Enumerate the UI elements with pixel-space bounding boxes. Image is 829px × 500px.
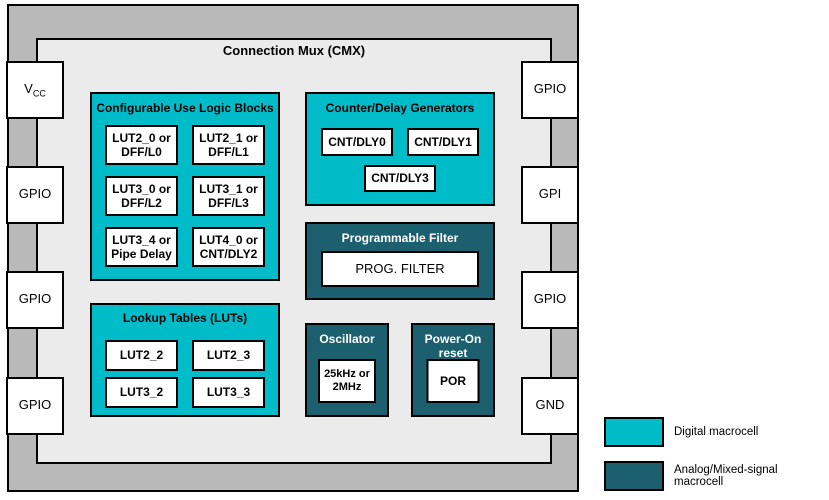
cell-oscillator-freq: 25kHz or 2MHz — [318, 359, 376, 403]
cell-lut3-0-dff-l2: LUT3_0 or DFF/L2 — [105, 176, 178, 216]
legend-swatch-analog — [604, 461, 664, 491]
block-title: Configurable Use Logic Blocks — [96, 101, 274, 115]
luts-cell-grid: LUT2_2 LUT2_3 LUT3_2 LUT3_3 — [92, 340, 278, 408]
block-title: Counter/Delay Generators — [325, 101, 475, 115]
cell-lut4-0-cnt-dly2: LUT4_0 or CNT/DLY2 — [192, 227, 265, 267]
legend-label-digital: Digital macrocell — [674, 426, 759, 438]
pin-label: GPI — [538, 186, 562, 202]
cell-cnt-dly0: CNT/DLY0 — [321, 128, 393, 156]
pin-label: GPIO — [18, 186, 52, 202]
legend: Digital macrocell Analog/Mixed-signal ma… — [604, 417, 829, 500]
cell-lut3-3: LUT3_3 — [192, 377, 265, 408]
pin-gpi: GPI — [521, 166, 579, 224]
pin-label: GPIO — [18, 397, 52, 413]
cell-lut3-1-dff-l3: LUT3_1 or DFF/L3 — [192, 176, 265, 216]
pin-gnd: GND — [521, 377, 579, 435]
legend-label-analog: Analog/Mixed-signal macrocell — [674, 464, 778, 488]
pin-gpio-right-1: GPIO — [521, 61, 579, 119]
cell-lut2-0-dff-l0: LUT2_0 or DFF/L0 — [105, 125, 178, 165]
cdg-row-2: CNT/DLY3 — [307, 165, 493, 192]
block-title: Programmable Filter — [341, 231, 459, 245]
block-counter-delay-generators: Counter/Delay Generators CNT/DLY0 CNT/DL… — [305, 92, 495, 206]
block-oscillator: Oscillator 25kHz or 2MHz — [305, 323, 389, 417]
cell-lut3-4-pipe-delay: LUT3_4 or Pipe Delay — [105, 227, 178, 267]
pin-gpio-left-3: GPIO — [6, 377, 64, 435]
block-programmable-filter: Programmable Filter PROG. FILTER — [305, 222, 495, 300]
block-power-on-reset: Power-On reset POR — [411, 323, 495, 417]
pin-vcc: VCC — [6, 61, 64, 119]
pin-label: GPIO — [18, 291, 52, 307]
culb-cell-grid: LUT2_0 or DFF/L0 LUT2_1 or DFF/L1 LUT3_0… — [92, 125, 278, 267]
pin-label: GND — [535, 397, 565, 413]
legend-swatch-digital — [604, 417, 664, 447]
cell-prog-filter: PROG. FILTER — [321, 251, 479, 287]
block-title: Lookup Tables (LUTs) — [122, 311, 248, 325]
pin-gpio-left-2: GPIO — [6, 271, 64, 329]
block-lookup-tables: Lookup Tables (LUTs) LUT2_2 LUT2_3 LUT3_… — [90, 303, 280, 417]
pin-gpio-right-2: GPIO — [521, 271, 579, 329]
cell-lut2-3: LUT2_3 — [192, 340, 265, 371]
cell-cnt-dly3: CNT/DLY3 — [364, 165, 436, 192]
pin-gpio-left-1: GPIO — [6, 166, 64, 224]
block-configurable-use-logic-blocks: Configurable Use Logic Blocks LUT2_0 or … — [90, 92, 280, 281]
block-title: Power-On reset — [424, 332, 482, 360]
pin-label: GPIO — [533, 291, 567, 307]
cell-cnt-dly1: CNT/DLY1 — [407, 128, 479, 156]
connection-mux-title: Connection Mux (CMX) — [222, 43, 366, 58]
pin-label: GPIO — [533, 81, 567, 97]
cell-por: POR — [426, 359, 480, 403]
block-title: Oscillator — [319, 332, 375, 346]
legend-item-analog: Analog/Mixed-signal macrocell — [604, 461, 829, 491]
pin-label: VCC — [24, 81, 46, 99]
cell-lut3-2: LUT3_2 — [105, 377, 178, 408]
cell-lut2-1-dff-l1: LUT2_1 or DFF/L1 — [192, 125, 265, 165]
cdg-row-1: CNT/DLY0 CNT/DLY1 — [307, 128, 493, 156]
cell-lut2-2: LUT2_2 — [105, 340, 178, 371]
legend-item-digital: Digital macrocell — [604, 417, 829, 447]
